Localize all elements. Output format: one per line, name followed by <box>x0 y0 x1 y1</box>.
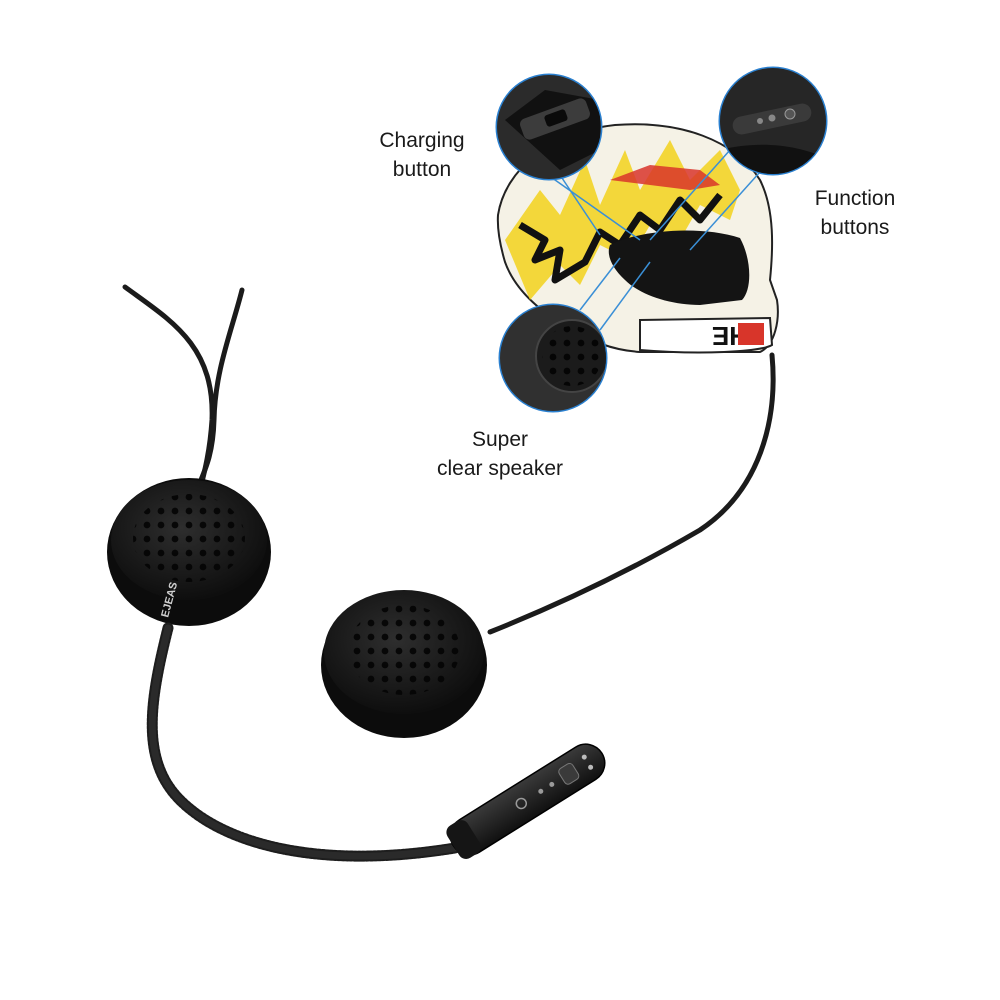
callout-charging-line2: button <box>392 158 452 181</box>
zoom-speaker <box>498 303 608 413</box>
callout-lines <box>547 149 761 331</box>
microphone-control-unit <box>446 743 606 859</box>
power-button-icon <box>515 797 528 810</box>
helmet-visor-opening <box>608 230 750 305</box>
helmet-red-accent <box>610 165 720 190</box>
callout-function-line2: buttons <box>820 216 890 239</box>
callout-speaker: Super clear speaker <box>400 425 600 483</box>
callout-charging-button: Charging button <box>352 126 492 184</box>
callout-charging-line1: Charging <box>379 129 465 152</box>
callout-speaker-line1: Super <box>471 428 529 451</box>
callout-function-line1: Function <box>814 187 896 210</box>
callout-speaker-line2: clear speaker <box>436 457 564 480</box>
callout-function-buttons: Function buttons <box>790 184 920 242</box>
helmet-graphics-dark <box>518 192 723 284</box>
multifunction-button <box>558 762 580 785</box>
left-speaker-pad: EJEAS <box>107 478 271 626</box>
right-speaker-pad <box>321 590 487 738</box>
cables <box>122 284 776 635</box>
zoom-charging-button <box>495 73 603 181</box>
